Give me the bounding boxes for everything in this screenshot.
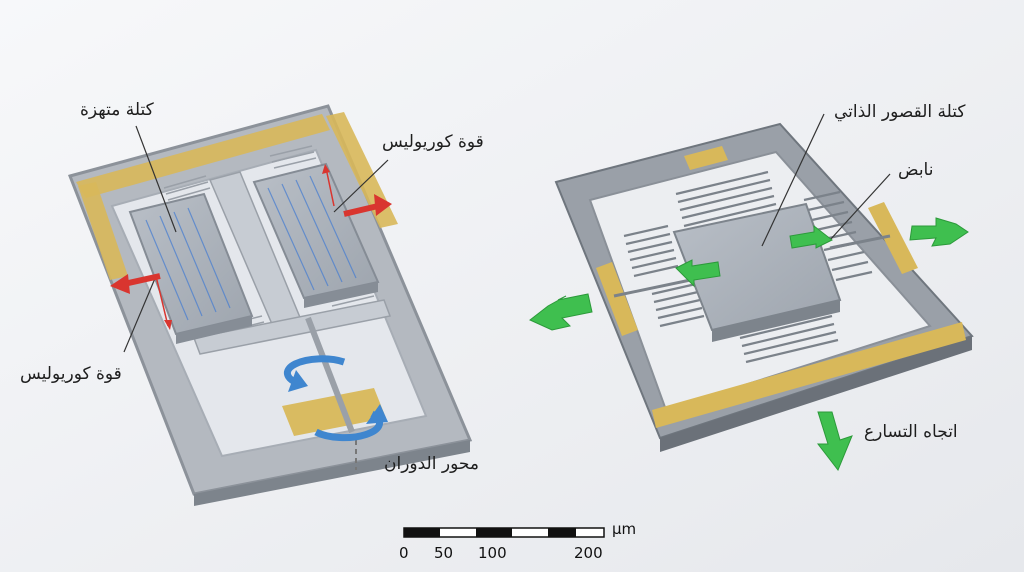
leader-inertial-mass: [761, 113, 825, 247]
scale-unit: µm: [612, 520, 637, 538]
coriolis-force-bottom-label: قوة كوريوليس: [20, 364, 122, 384]
coriolis-force-top-label: قوة كوريوليس: [382, 132, 484, 152]
scale-tick-100: 100: [478, 544, 507, 562]
leader-spring: [829, 173, 891, 241]
acceleration-direction-label: اتجاه التسارع: [864, 422, 958, 442]
gyro-gold-anchor: [282, 388, 386, 436]
gyro-gold-left: [78, 182, 128, 280]
accel-gold-right: [868, 202, 918, 274]
inertial-mass-side: [712, 300, 840, 342]
gyro-cross-beam: [192, 299, 392, 355]
accelerometer-device: [529, 113, 974, 471]
accel-right-anchor-beam: [829, 234, 891, 250]
scale-tick-50: 50: [434, 544, 454, 562]
scale-tick-0: 0: [399, 544, 409, 562]
rotation-arrowhead-top: [288, 370, 308, 392]
gyro-axis-stem: [305, 316, 355, 434]
leader-coriolis-bottom: [123, 275, 157, 353]
accel-gold-top: [684, 146, 728, 170]
gyro-gold-top: [76, 114, 330, 198]
vibration-lines: [145, 175, 357, 321]
rotation-axis-label: محور الدوران: [384, 454, 479, 474]
rotation-arrowhead-bottom: [366, 404, 388, 424]
coriolis-arrows: [110, 164, 392, 330]
proof-mass-label: كتلة متهزة: [80, 100, 154, 120]
accel-gold-bottom: [652, 322, 966, 428]
inertial-mass-label: كتلة القصور الذاتي: [834, 102, 966, 122]
scale-tick-200: 200: [574, 544, 603, 562]
acceleration-arrows: [529, 217, 969, 471]
gyro-frame-side: [194, 440, 470, 506]
accel-gold-left: [596, 262, 638, 336]
vibrating-mass-right-side: [304, 282, 378, 308]
spring-label: نابض: [898, 160, 934, 180]
accel-left-anchor-beam: [613, 276, 701, 298]
gyroscope-device: [67, 104, 473, 506]
vibrating-mass-left-side: [176, 316, 252, 344]
leader-proof-mass: [135, 125, 177, 233]
leader-coriolis-top: [333, 159, 389, 213]
scale-bar: [403, 527, 605, 538]
accel-frame-side: [660, 336, 972, 452]
